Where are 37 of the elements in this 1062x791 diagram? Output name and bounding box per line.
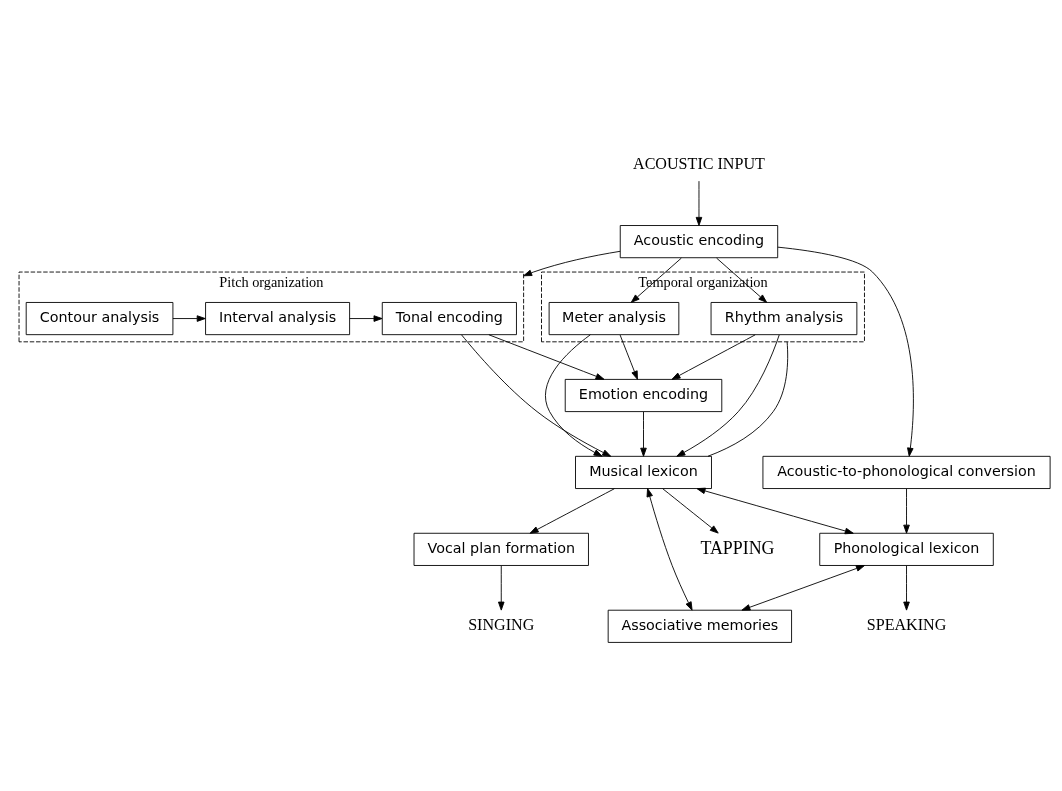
node-box: Vocal plan formation xyxy=(413,532,589,566)
connector xyxy=(707,341,789,457)
arrow xyxy=(741,565,865,611)
node-box: Musical lexicon xyxy=(575,455,712,489)
node-box: Meter analysis xyxy=(548,302,680,336)
node-box: Interval analysis xyxy=(205,302,351,336)
node-box: Rhythm analysis xyxy=(710,302,858,336)
node-text: ACOUSTIC INPUT xyxy=(633,154,765,172)
arrow xyxy=(903,488,910,534)
arrow xyxy=(695,180,703,226)
arrow xyxy=(461,334,612,457)
arrow xyxy=(523,250,621,277)
node-box: Emotion encoding xyxy=(564,378,723,413)
node-box: Acoustic encoding xyxy=(619,225,779,259)
arrow xyxy=(545,334,603,457)
node-box: Associative memories xyxy=(607,609,792,643)
arrow xyxy=(630,257,682,303)
arrow xyxy=(671,334,756,380)
arrow xyxy=(903,565,910,611)
arrow xyxy=(696,487,854,535)
node-text: TAPPING xyxy=(700,537,775,558)
node-text: SINGING xyxy=(468,616,535,634)
arrow xyxy=(349,315,383,322)
node-box: Phonological lexicon xyxy=(819,532,994,566)
arrow xyxy=(676,334,780,457)
arrow xyxy=(646,488,693,611)
arrow xyxy=(640,411,647,457)
node-box: Contour analysis xyxy=(25,302,174,336)
arrow xyxy=(172,315,206,322)
node-box: Acoustic-to-phonological conversion xyxy=(762,455,1051,489)
node-box: Tonal encoding xyxy=(381,302,517,336)
arrow xyxy=(529,488,615,534)
arrow xyxy=(488,334,605,380)
arrow xyxy=(777,246,914,457)
arrow xyxy=(498,565,505,611)
arrow xyxy=(662,488,719,534)
node-text: SPEAKING xyxy=(866,616,947,634)
